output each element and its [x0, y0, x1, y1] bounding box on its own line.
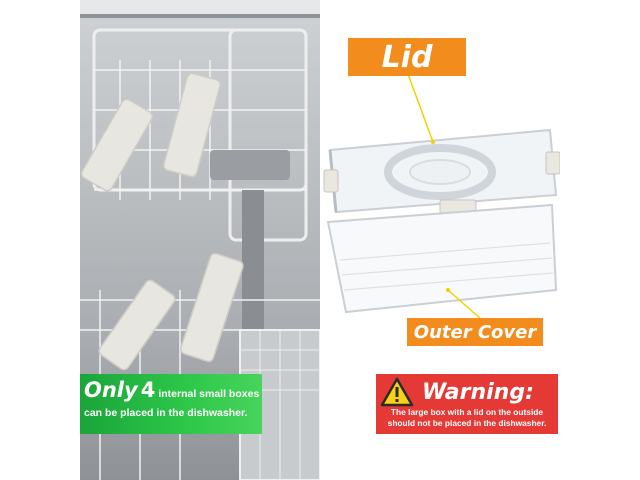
warning-line1: The large box with a lid on the outside — [390, 407, 544, 417]
internal-boxes-text: internal small boxes — [158, 388, 260, 400]
box-count: 4 — [140, 378, 156, 402]
only-text: Only — [84, 378, 138, 402]
outer-cover-pointer-line — [447, 289, 483, 321]
dishwasher-safe-banner: Only 4 internal small boxes can be place… — [80, 374, 262, 434]
warning-title: Warning: — [422, 379, 534, 405]
dishwasher-safe-line1: Only 4 internal small boxes — [84, 378, 260, 402]
warning-triangle-icon — [380, 377, 414, 407]
dishwasher-illustration — [80, 0, 320, 480]
warning-line2: should not be placed in the dishwasher. — [387, 418, 547, 428]
warning-banner: Warning: The large box with a lid on the… — [376, 374, 558, 434]
container-illustration — [323, 73, 560, 321]
warning-title-row: Warning: — [380, 377, 554, 407]
lid-label: Lid — [348, 38, 466, 76]
lid-pointer-line — [407, 73, 434, 143]
outer-cover-label: Outer Cover — [407, 318, 543, 346]
dishwasher-safe-line2: can be placed in the dishwasher. — [84, 407, 248, 419]
